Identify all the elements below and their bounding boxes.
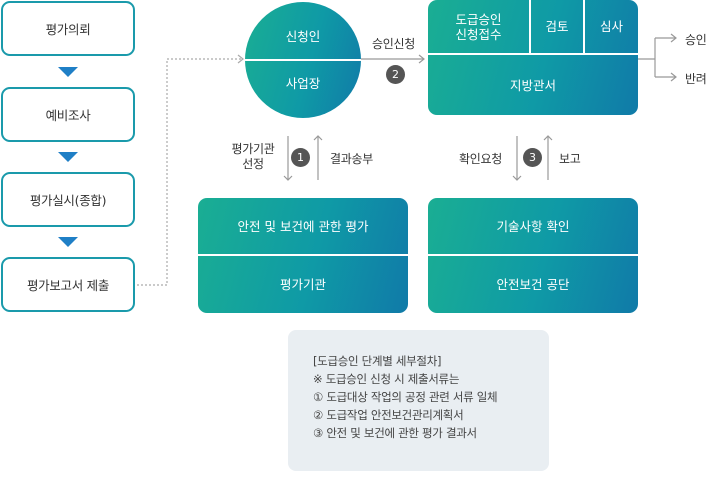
workplace-label: 사업장 [285,76,321,91]
request-confirm-label: 확인요청 [459,152,502,166]
report-label: 보고 [559,152,581,166]
select-eval-org-label: 평가기관 선정 [231,142,275,171]
reject-label: 반려 [685,72,707,86]
apply-label: 승인신청 [372,37,415,51]
note-subtitle: ※ 도급승인 신청 시 제출서류는 [313,372,460,386]
cell-divider [583,0,585,53]
note-item: ① 도급대상 작업의 공정 관련 서류 일체 [313,390,498,404]
procedure-note: [도급승인 단계별 세부절차] ※ 도급승인 신청 시 제출서류는 ① 도급대상… [288,330,549,471]
step-badge-2: 2 [386,65,405,84]
row-divider [428,254,638,256]
regional-office-name: 지방관서 [509,77,556,93]
row-divider [428,53,638,55]
send-result-label: 결과송부 [330,152,373,166]
kosha-name: 안전보건 공단 [496,277,570,292]
cell-divider [529,0,531,53]
down-arrow-icon [58,67,78,77]
down-arrow-icon [58,152,78,162]
step-report-submission: 평가보고서 제출 [1,257,135,312]
inspection-cell: 심사 [599,19,623,34]
note-item: ③ 안전 및 보건에 관한 평가 결과서 [313,426,477,440]
applicant-circle: 신청인 사업장 [245,2,361,118]
note-item: ② 도급작업 안전보건관리계획서 [313,408,464,422]
technical-confirmation: 기술사항 확인 [496,218,570,234]
row-divider [198,254,408,256]
evaluation-org-box: 안전 및 보건에 관한 평가 평가기관 [198,198,408,313]
safety-health-evaluation: 안전 및 보건에 관한 평가 [237,218,369,234]
down-arrow-icon [58,237,78,247]
step-badge-1: 1 [291,148,310,167]
applicant-label: 신청인 [285,29,321,44]
review-cell: 검토 [545,19,569,34]
step-evaluation-conduct: 평가실시(종합) [1,172,135,227]
reception-cell: 도급승인 신청접수 [455,11,502,42]
approve-label: 승인 [685,33,707,47]
step-evaluation-request: 평가의뢰 [1,1,135,56]
circle-divider [245,59,361,61]
evaluation-org-name: 평가기관 [279,277,326,292]
note-title: [도급승인 단계별 세부절차] [313,354,442,368]
kosha-box: 기술사항 확인 안전보건 공단 [428,198,638,313]
step-preliminary-survey: 예비조사 [1,87,135,142]
regional-office-box: 도급승인 신청접수 검토 심사 지방관서 [428,0,638,115]
step-badge-3: 3 [523,148,542,167]
